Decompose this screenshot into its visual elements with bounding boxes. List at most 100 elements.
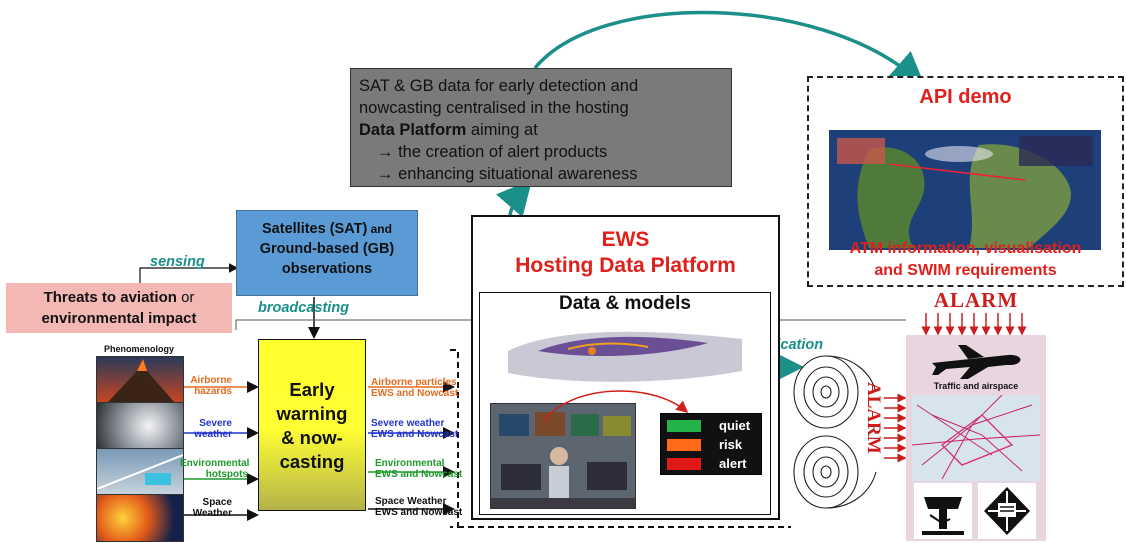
status-quiet-swatch	[667, 420, 701, 432]
phenomenology-title: Phenomenology	[103, 344, 174, 354]
desc-line-2: nowcasting centralised in the hosting	[359, 99, 629, 117]
sat-line-2: Ground-based (GB)	[259, 241, 395, 257]
api-caption-line-1: ATM information, visualisation	[849, 240, 1082, 257]
airplane-icon	[932, 345, 1021, 379]
data-description-box: SAT & GB data for early detection and no…	[350, 68, 732, 187]
threats-rest: or	[176, 289, 195, 306]
desc-line-3-rest: aiming at	[466, 121, 538, 139]
airport-network-icon	[978, 483, 1036, 539]
output-airborne-l1: Airborne particles	[371, 377, 457, 388]
hotspot-graphic	[97, 454, 183, 490]
desc-bullet-1-text: the creation of alert products	[398, 143, 608, 161]
api-demo-panel: API demo ATM information, visualisation …	[807, 76, 1124, 287]
status-risk-label: risk	[719, 437, 743, 452]
api-demo-title: API demo	[919, 86, 1012, 108]
status-risk: risk	[667, 437, 757, 453]
output-space-l2: EWS and Nowcast	[375, 507, 463, 518]
arrow-right-icon: →	[377, 165, 394, 183]
broadcasting-label: broadcasting	[258, 300, 350, 316]
input-env-l1: Environmental	[180, 458, 250, 469]
traffic-airspace-label: Traffic and airspace	[933, 381, 1019, 391]
photo-to-status-arrow	[543, 390, 689, 422]
input-space-l2: Weather	[192, 508, 232, 519]
model-visualization	[508, 331, 742, 382]
threats-line-2: environmental impact	[41, 310, 197, 327]
sat-line-1-rest: and	[367, 222, 392, 236]
alarm-top-label: ALARM	[933, 288, 1019, 312]
input-env-l2: hotspots	[205, 469, 248, 480]
status-quiet-label: quiet	[719, 418, 751, 433]
satellite-map-image	[829, 130, 1101, 250]
desc-line-3-bold: Data Platform	[359, 121, 467, 139]
input-arrows	[184, 381, 259, 521]
alarm-arrows-right	[884, 393, 907, 463]
control-room-graphic	[491, 404, 635, 508]
api-caption-line-2: and SWIM requirements	[874, 262, 1057, 279]
ew-line-3: & now-	[281, 427, 343, 448]
status-quiet: quiet	[667, 418, 757, 434]
input-airborne-l1: Airborne	[190, 375, 232, 386]
ew-line-4: casting	[279, 451, 345, 472]
platform-title-line-2: Hosting Data Platform	[515, 254, 736, 277]
traffic-airspace-panel: Traffic and airspace	[906, 335, 1046, 541]
status-alert-label: alert	[719, 456, 747, 471]
threats-box: Threats to aviation or environmental imp…	[6, 283, 232, 333]
status-alert-swatch	[667, 458, 701, 470]
control-tower-icon	[914, 483, 972, 539]
sensing-label: sensing	[150, 254, 205, 270]
control-room-photo	[490, 403, 636, 509]
satellites-box: Satellites (SAT) and Ground-based (GB) o…	[236, 210, 418, 296]
output-severe-l1: Severe weather	[371, 418, 445, 429]
output-arrows	[368, 381, 455, 515]
alarm-vertical-label: ALARM	[863, 382, 884, 454]
space-weather-image	[96, 494, 184, 542]
output-severe-l2: EWS and Nowcast	[371, 429, 459, 440]
sensing-line	[139, 263, 239, 283]
output-airborne-l2: EWS and Nowcast	[371, 388, 459, 399]
status-risk-swatch	[667, 439, 701, 451]
output-env-l1: Environmental	[375, 458, 445, 469]
arrow-right-icon: →	[377, 143, 394, 161]
map-graphic	[829, 130, 1101, 250]
desc-line-3: Data Platform aiming at	[359, 119, 723, 141]
output-env-l2: EWS and Nowcast	[375, 469, 463, 480]
input-airborne-l2: hazards	[194, 386, 232, 397]
desc-bullet-2-text: enhancing situational awareness	[398, 165, 638, 183]
alarm-arrows-top	[921, 313, 1027, 336]
airspace-map-graphic	[912, 395, 1040, 481]
threats-line-1: Threats to aviation or	[6, 287, 232, 308]
ews-hosting-platform: EWS Hosting Data Platform Data & models	[471, 215, 780, 520]
status-alert: alert	[667, 456, 757, 472]
platform-title-line-1: EWS	[601, 228, 650, 251]
hotspot-image	[96, 448, 184, 496]
sat-line-1-bold: Satellites (SAT)	[262, 221, 368, 237]
storm-image	[96, 402, 184, 450]
input-severe-l1: Severe	[199, 418, 232, 429]
early-warning-box: Early warning & now- casting	[258, 339, 366, 511]
api-demo-caption: ATM information, visualisation and SWIM …	[809, 238, 1122, 282]
ew-line-2: warning	[276, 403, 348, 424]
sat-line-3: observations	[281, 261, 373, 277]
platform-title: EWS Hosting Data Platform	[473, 227, 778, 279]
threats-bold: Threats to aviation	[43, 289, 177, 306]
data-models-title: Data & models	[559, 293, 691, 314]
volcano-image	[96, 356, 184, 404]
output-space-l1: Space Weather	[375, 496, 447, 507]
input-severe-l2: weather	[194, 429, 232, 440]
volcano-graphic	[107, 359, 175, 403]
desc-bullet-1: → the creation of alert products	[359, 141, 723, 163]
ew-line-1: Early	[289, 379, 335, 400]
desc-bullet-2: → enhancing situational awareness	[359, 163, 723, 185]
input-space-l1: Space	[202, 497, 232, 508]
sat-line-1: Satellites (SAT) and	[237, 219, 417, 239]
data-models-panel: Data & models	[479, 292, 771, 515]
alert-status-panel: quiet risk alert	[660, 413, 762, 475]
